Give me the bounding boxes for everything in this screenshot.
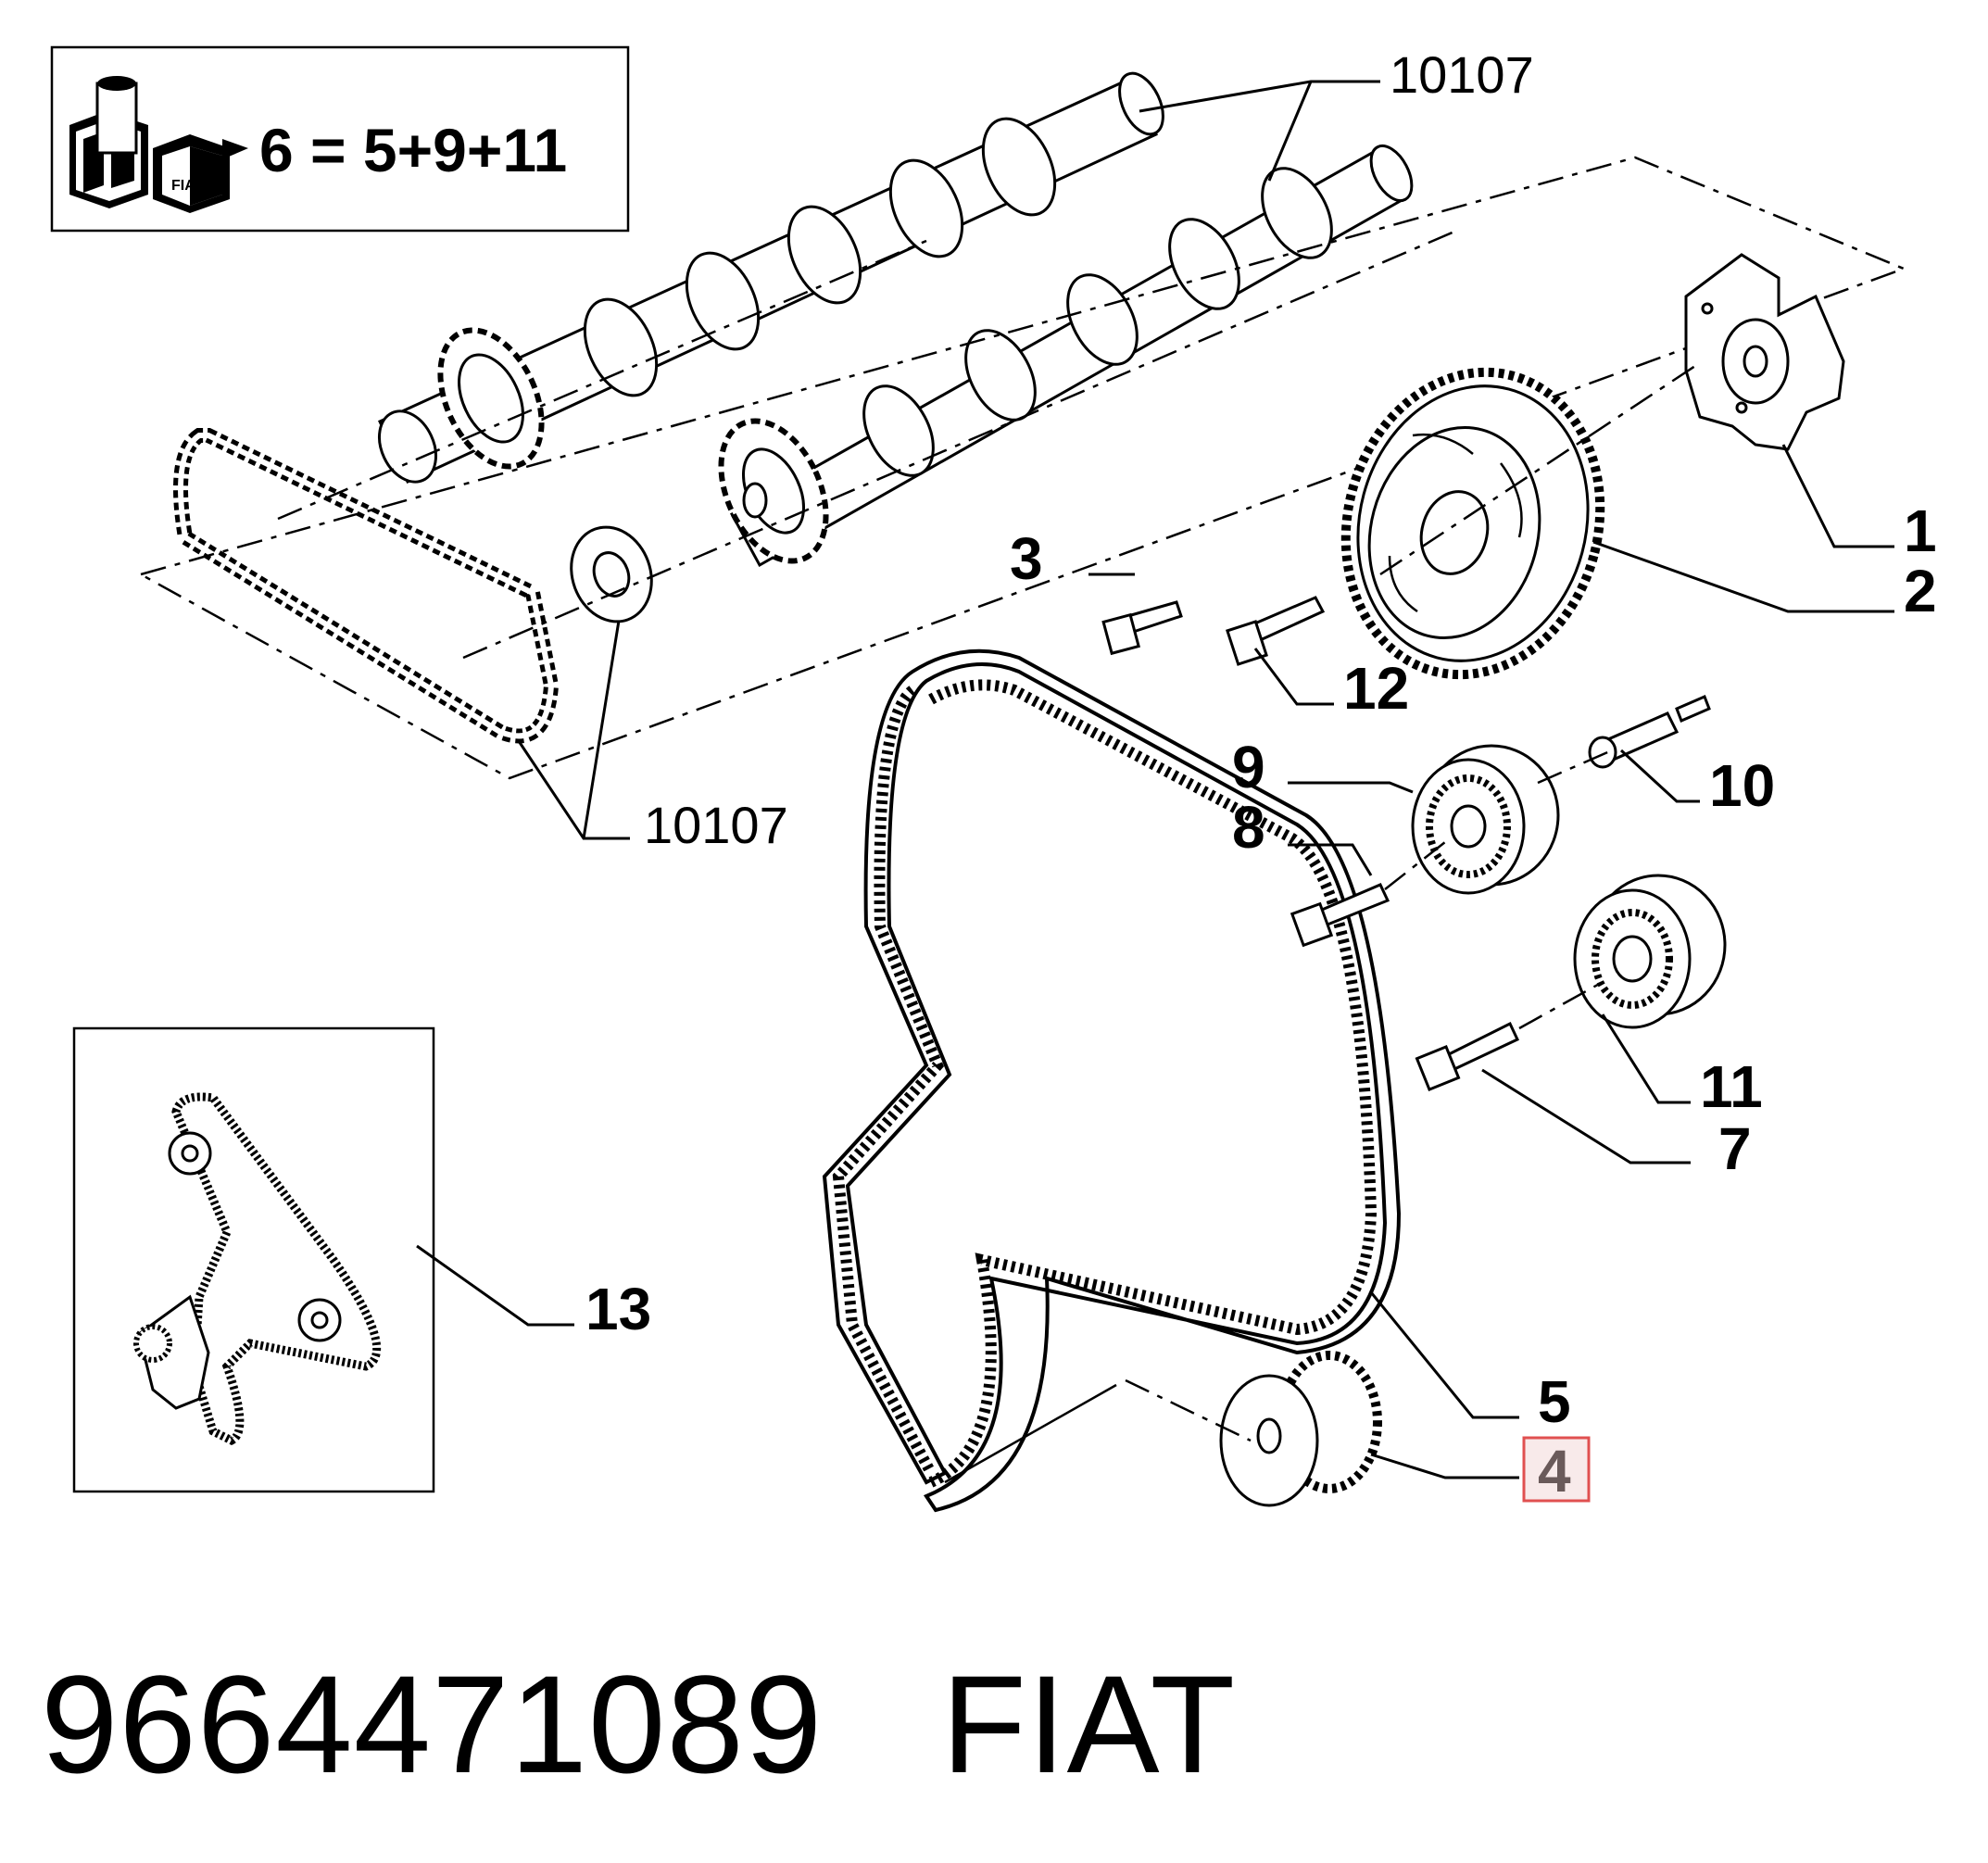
callout-2: 2 <box>1904 558 1937 624</box>
callout-4: 4 <box>1538 1438 1571 1504</box>
callout-4-highlight <box>1522 1436 1591 1503</box>
camshaft-upper <box>378 71 1164 484</box>
kit-icon-text: FIAT <box>171 178 204 194</box>
part-number: 9664471089 <box>41 1646 824 1802</box>
crankshaft-pulley <box>1219 1351 1382 1507</box>
leader-lines <box>416 80 1894 1479</box>
bolt-3 <box>1101 600 1183 656</box>
footer: 9664471089 FIAT <box>41 1644 1236 1805</box>
camshaft-pulley <box>1340 367 1605 680</box>
bolt-8 <box>1290 883 1390 948</box>
assembly-outline <box>137 156 1907 780</box>
camshaft-lower <box>718 145 1414 568</box>
bolt-7 <box>1415 1021 1519 1092</box>
spacer-10 <box>1588 695 1711 769</box>
callout-5: 5 <box>1538 1368 1571 1435</box>
brand-name: FIAT <box>941 1646 1237 1802</box>
callout-12: 12 <box>1343 655 1409 722</box>
callout-7: 7 <box>1718 1115 1752 1182</box>
callout-1: 1 <box>1904 497 1937 564</box>
kit-formula: 6 = 5+9+11 <box>259 116 567 184</box>
callout-9: 9 <box>1232 734 1265 800</box>
idler-pulley-11 <box>1573 874 1727 1029</box>
idler-pulley-9 <box>1411 744 1560 895</box>
callout-labels: 10107 10107 1 2 3 12 9 8 10 11 7 13 5 4 <box>585 45 1937 1504</box>
kit-box: FIAT 6 = 5+9+11 <box>50 45 630 233</box>
callout-10107-top: 10107 <box>1390 45 1534 104</box>
bolt-12 <box>1226 596 1326 666</box>
callout-3: 3 <box>1010 525 1043 592</box>
callout-10: 10 <box>1709 752 1775 819</box>
timing-belt <box>822 648 1402 1513</box>
callout-13: 13 <box>585 1276 651 1342</box>
cover-plate <box>1684 253 1845 451</box>
kit-icon: FIAT <box>69 76 248 213</box>
callout-11: 11 <box>1700 1053 1763 1120</box>
callout-10107-bottom: 10107 <box>644 796 788 854</box>
callout-8: 8 <box>1232 794 1265 861</box>
washer <box>570 525 653 623</box>
inset-box <box>72 1026 435 1493</box>
timing-chain <box>173 428 560 744</box>
